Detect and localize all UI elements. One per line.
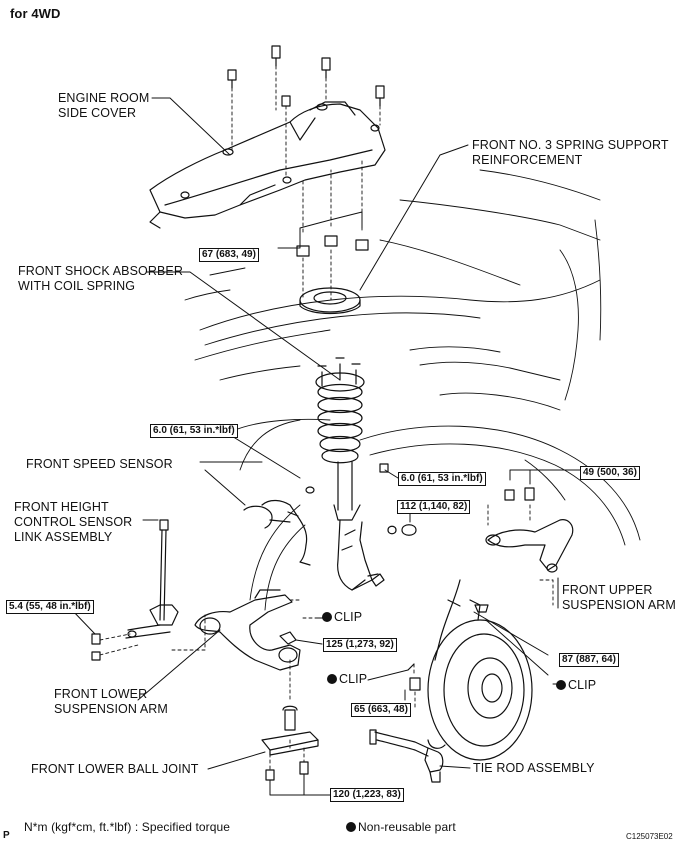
label-lower-arm-line1: FRONT LOWER xyxy=(54,687,148,701)
diagram-title: for 4WD xyxy=(10,6,61,21)
torque-upper-ball-joint: 87 (887, 64) xyxy=(559,653,619,667)
label-clip-upper-arm: CLIP xyxy=(556,678,596,693)
label-upper-arm-line2: SUSPENSION ARM xyxy=(562,598,676,612)
knuckle-disc xyxy=(427,579,533,761)
label-clip-tie-rod: CLIP xyxy=(327,672,367,687)
body-structure xyxy=(184,169,641,611)
nonreusable-mark-icon xyxy=(322,612,332,622)
torque-shock-lower: 112 (1,140, 82) xyxy=(397,500,471,514)
nonreusable-mark-icon xyxy=(327,674,337,684)
engine-room-side-cover xyxy=(149,101,386,229)
spring-support-reinforcement xyxy=(299,287,361,315)
torque-lower-ball-joint: 120 (1,223, 83) xyxy=(330,788,404,802)
label-shock-absorber-line1: FRONT SHOCK ABSORBER xyxy=(18,264,183,278)
lower-ball-joint xyxy=(261,705,319,781)
cover-nuts xyxy=(296,235,369,257)
upper-suspension-arm xyxy=(485,487,574,573)
legend-nonreusable: Non-reusable part xyxy=(346,820,456,835)
label-engine-room-side-cover-line2: SIDE COVER xyxy=(58,106,137,120)
tie-rod-assembly xyxy=(369,729,444,783)
lower-suspension-arm xyxy=(194,589,301,671)
label-spring-support-line1: FRONT NO. 3 SPRING SUPPORT xyxy=(472,138,669,152)
legend-p-mark: P xyxy=(3,830,10,841)
label-height-sensor-line2: CONTROL SENSOR xyxy=(14,515,133,529)
cover-bolts xyxy=(227,45,385,107)
label-tie-rod-assembly: TIE ROD ASSEMBLY xyxy=(473,761,595,775)
torque-lower-arm: 125 (1,273, 92) xyxy=(323,638,397,652)
height-sensor-link xyxy=(125,519,179,639)
label-clip-lower-arm: CLIP xyxy=(322,610,362,625)
shock-absorber xyxy=(315,357,379,591)
torque-stabilizer-link: 5.4 (55, 48 in.*lbf) xyxy=(6,600,94,614)
figure-code: C125073E02 xyxy=(626,832,673,841)
torque-speed-sensor-left: 6.0 (61, 53 in.*lbf) xyxy=(150,424,238,438)
torque-cover-nuts: 67 (683, 49) xyxy=(199,248,259,262)
speed-sensor xyxy=(243,486,315,566)
label-height-sensor-line1: FRONT HEIGHT xyxy=(14,500,109,514)
label-shock-absorber-line2: WITH COIL SPRING xyxy=(18,279,136,293)
cover-leaders xyxy=(231,65,381,301)
label-front-speed-sensor: FRONT SPEED SENSOR xyxy=(26,457,173,471)
label-engine-room-side-cover-line1: ENGINE ROOM xyxy=(58,91,150,105)
label-spring-support-line2: REINFORCEMENT xyxy=(472,153,583,167)
legend-specified-torque: N*m (kgf*cm, ft.*lbf) : Specified torque xyxy=(24,820,231,834)
nonreusable-mark-icon xyxy=(346,822,356,832)
torque-tie-rod: 65 (663, 48) xyxy=(351,703,411,717)
nonreusable-mark-icon xyxy=(556,680,566,690)
label-lower-arm-line2: SUSPENSION ARM xyxy=(54,702,168,716)
label-upper-arm-line1: FRONT UPPER xyxy=(562,583,653,597)
torque-speed-sensor-right: 6.0 (61, 53 in.*lbf) xyxy=(398,472,486,486)
torque-upper-arm-mount: 49 (500, 36) xyxy=(580,466,640,480)
label-height-sensor-line3: LINK ASSEMBLY xyxy=(14,530,113,544)
label-lower-ball-joint: FRONT LOWER BALL JOINT xyxy=(31,762,199,776)
